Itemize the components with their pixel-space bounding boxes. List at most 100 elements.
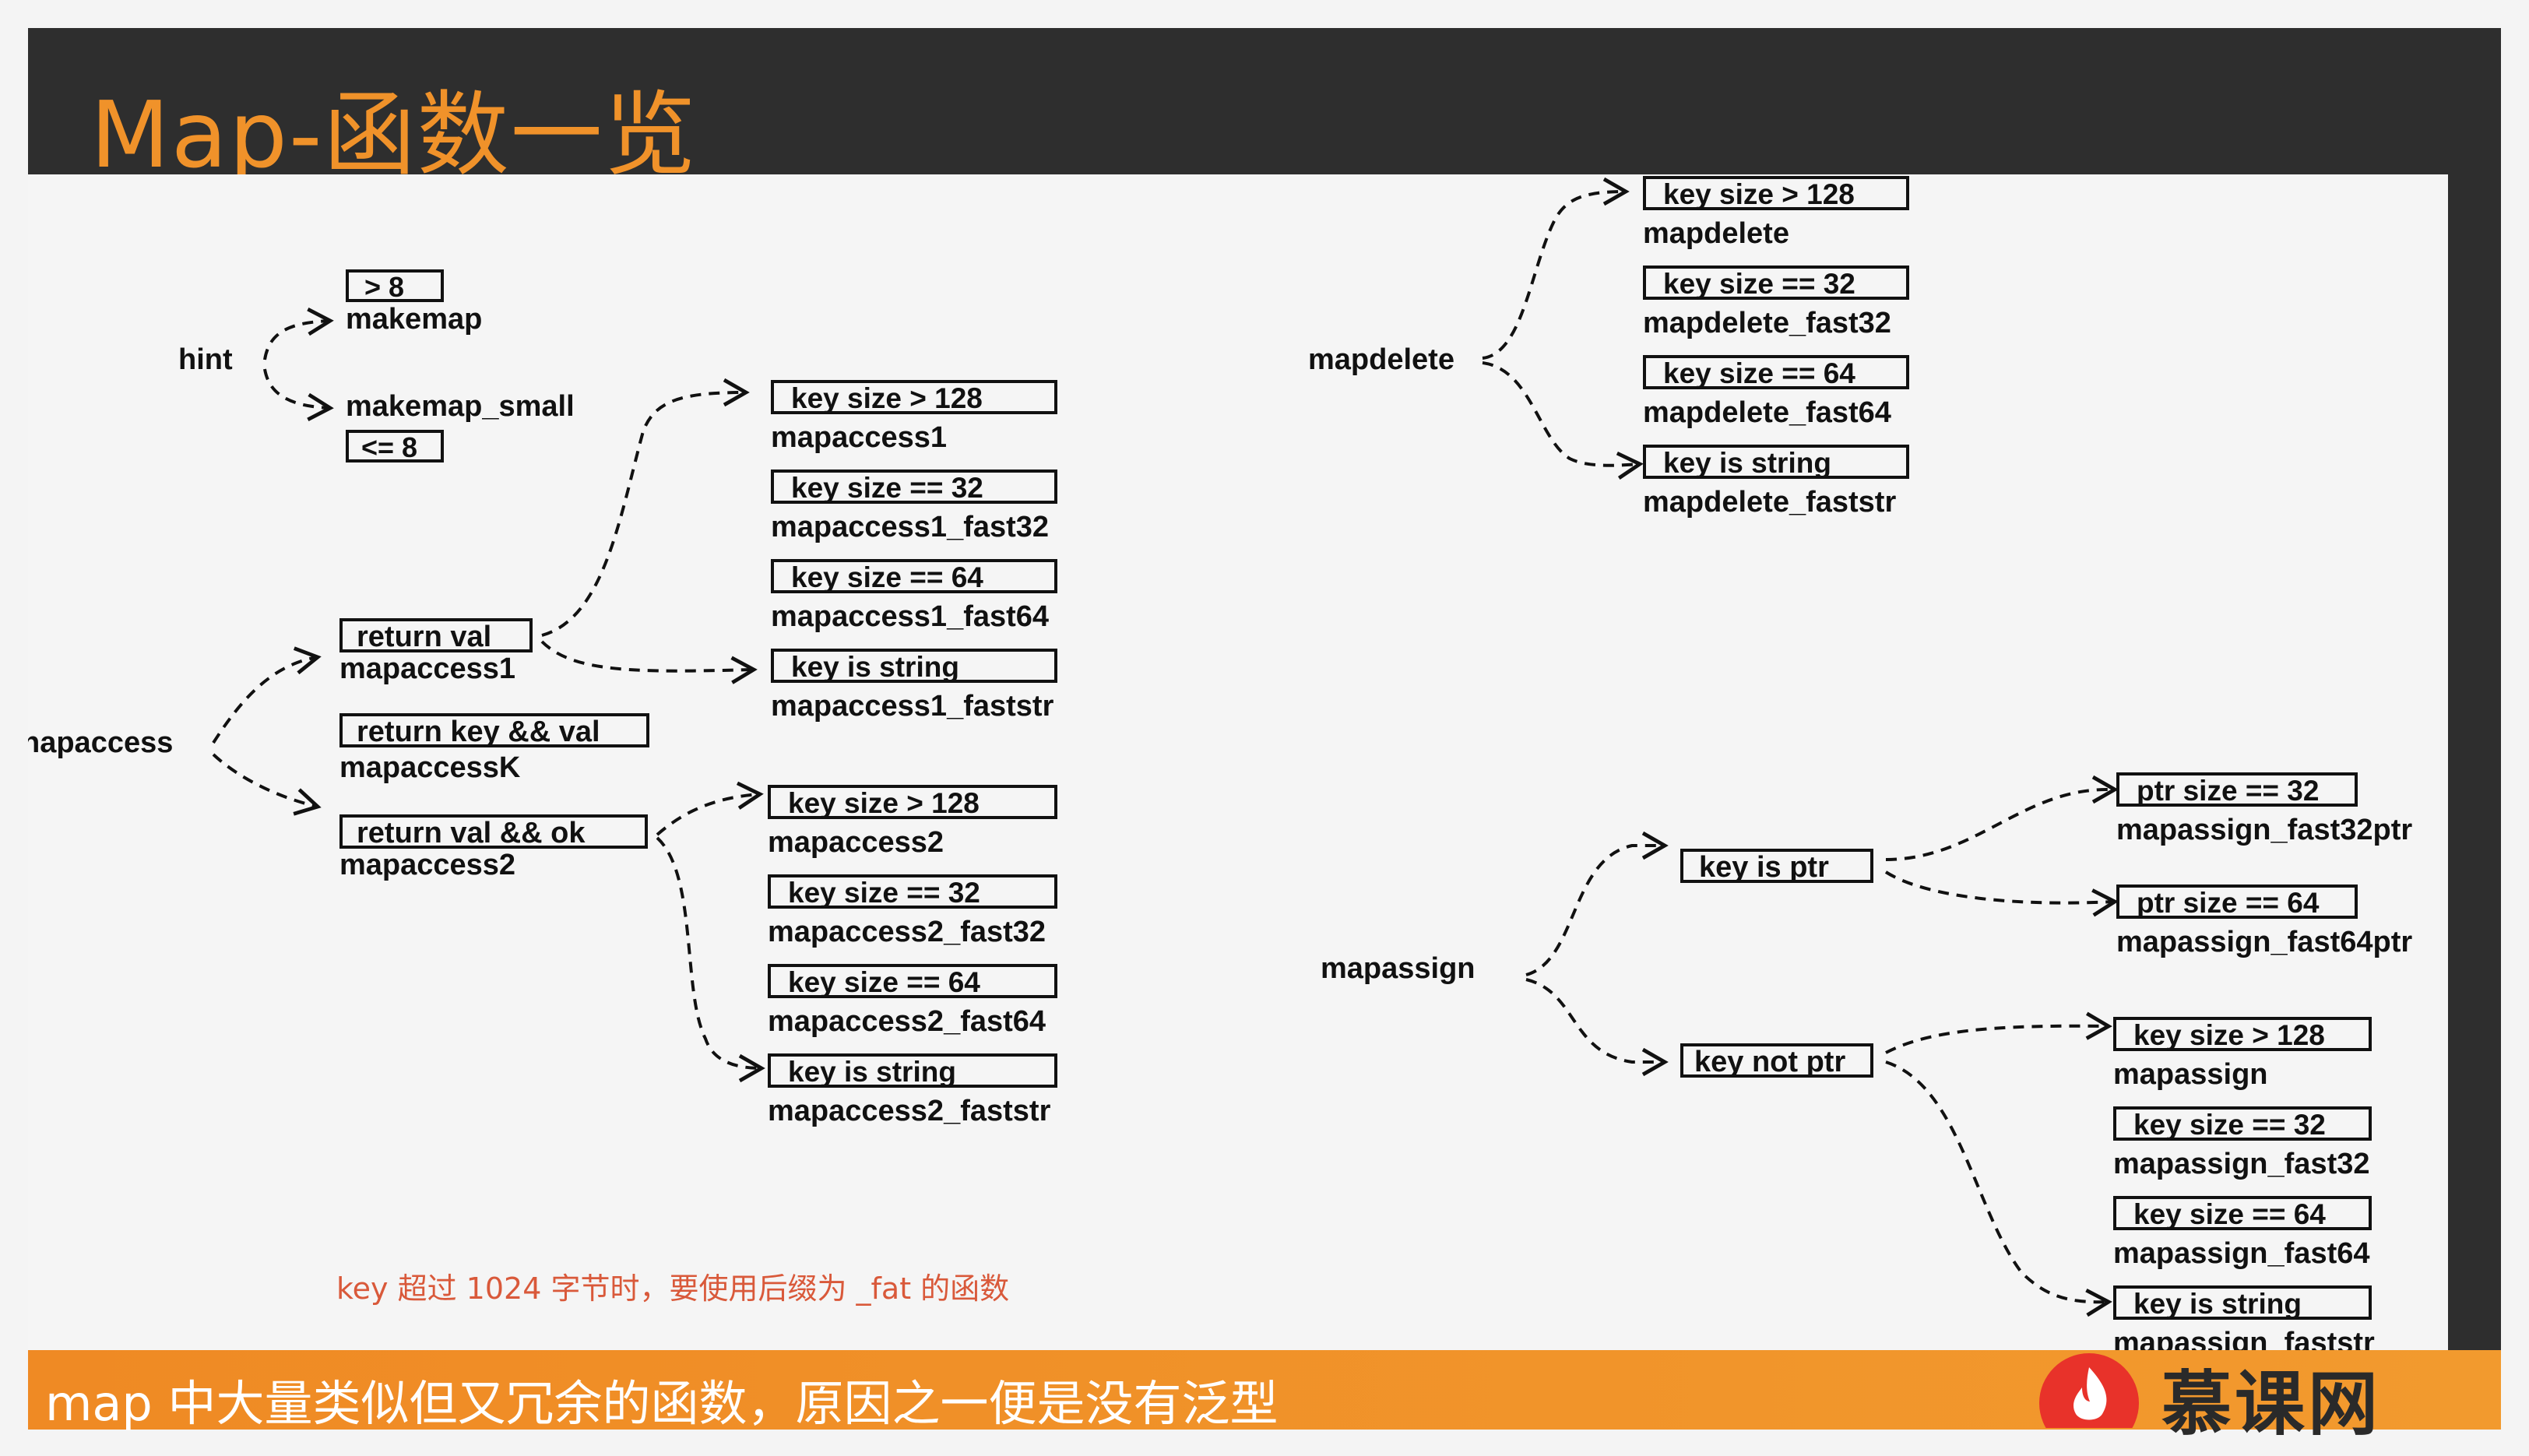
- flame-logo-icon: [2039, 1353, 2139, 1428]
- variant-label: return val && ok: [357, 817, 586, 849]
- cond-label: <= 8: [361, 431, 417, 463]
- cond-label: key is string: [2133, 1288, 2302, 1320]
- cond-box: [771, 380, 1057, 414]
- variant-func: mapaccess1: [339, 652, 515, 685]
- func-label: mapassign_fast64: [2113, 1237, 2370, 1270]
- cond-box: [2113, 1285, 2372, 1320]
- cond-box: [2116, 772, 2358, 807]
- cond-label: key size == 64: [791, 561, 983, 593]
- cond-label: key size == 32: [791, 472, 983, 504]
- func-label: mapdelete: [1643, 217, 1789, 250]
- cond-box: [768, 1053, 1057, 1088]
- func-label: mapassign: [2113, 1058, 2268, 1091]
- func-label: mapaccess1_fast64: [771, 600, 1049, 633]
- cond-box: [771, 649, 1057, 683]
- mapaccess-label: napaccess: [28, 726, 173, 759]
- variant-label: return key && val: [357, 716, 600, 748]
- cond-box: [771, 559, 1057, 593]
- cond-label: key size == 64: [1663, 357, 1855, 389]
- func-label: makemap: [346, 303, 482, 336]
- mapdelete-branches: key size > 128 mapdelete key size == 32 map…: [1643, 176, 1909, 519]
- cond-box: [1643, 445, 1909, 479]
- edge-ptr-bottom: [1884, 870, 2119, 917]
- func-label: mapaccess1_fast32: [771, 511, 1049, 543]
- func-label: mapassign_fast32: [2113, 1148, 2370, 1180]
- edge-notptr-top: [1885, 1011, 2112, 1054]
- cond-label: key size > 128: [1663, 178, 1855, 210]
- mapdelete-label: mapdelete: [1308, 343, 1454, 376]
- func-label: mapaccess1_faststr: [771, 690, 1054, 723]
- cond-label: ptr size == 64: [2137, 887, 2320, 919]
- cond-box: [346, 269, 444, 302]
- cond-box: [771, 470, 1057, 504]
- notptr-label: key not ptr: [1694, 1046, 1845, 1078]
- variant-func: mapaccess2: [339, 849, 515, 881]
- func-label: mapdelete_fast32: [1643, 307, 1891, 339]
- cond-label: key is string: [1663, 447, 1831, 479]
- cond-box: [768, 785, 1057, 819]
- variant-func: mapaccessK: [339, 751, 521, 784]
- func-label: mapassign_fast64ptr: [2116, 926, 2412, 958]
- subtitle-bar: map 中大量类似但又冗余的函数，原因之一便是没有泛型 慕课网: [28, 1350, 2501, 1445]
- variant-box: [339, 814, 648, 849]
- cond-label: key size == 32: [1663, 268, 1855, 300]
- edge-mapassign-ptr: [1525, 831, 1669, 976]
- cond-label: key size == 64: [788, 966, 980, 998]
- fat-function-note: key 超过 1024 字节时，要使用后缀为 _fat 的函数: [336, 1271, 1010, 1306]
- edge-mapaccess-2: [212, 753, 322, 816]
- subtitle-text: map 中大量类似但又冗余的函数，原因之一便是没有泛型: [45, 1375, 1279, 1432]
- func-label: mapaccess2: [768, 826, 944, 859]
- cond-label: key size > 128: [788, 787, 980, 819]
- cond-label: ptr size == 32: [2137, 775, 2319, 807]
- edge-hint-makemap: [263, 308, 334, 360]
- cond-label: key size == 32: [2133, 1109, 2326, 1141]
- cond-label: > 8: [364, 271, 404, 303]
- func-label: mapaccess2_fast32: [768, 916, 1046, 948]
- edge-mapassign-notptr: [1525, 978, 1669, 1077]
- notptr-box: [1680, 1043, 1873, 1078]
- cond-box: [2113, 1017, 2372, 1051]
- cond-box: [346, 430, 444, 462]
- cond-box: [2113, 1106, 2372, 1141]
- cond-box: [2116, 885, 2358, 919]
- cond-label: key size == 32: [788, 877, 980, 909]
- cond-box: [1643, 176, 1909, 210]
- edge-mapdelete-top: [1482, 177, 1630, 360]
- func-label: mapassign_faststr: [2113, 1327, 2375, 1350]
- edge-mapdelete-bottom: [1482, 361, 1644, 480]
- mapaccess1-branches: key size > 128 mapaccess1 key size == 32 ma…: [771, 380, 1057, 723]
- edge-ptr-top: [1885, 775, 2119, 861]
- func-label: mapaccess2_fast64: [768, 1005, 1046, 1038]
- function-tree-diagram: hint > 8 makemap makemap_small <= 8 napa…: [28, 176, 2412, 1350]
- cond-label: key size > 128: [2133, 1019, 2325, 1051]
- edge-ma1-bottom: [540, 640, 758, 684]
- cond-label: key is string: [788, 1056, 956, 1088]
- func-label: mapdelete_faststr: [1643, 486, 1896, 519]
- func-label: mapassign_fast32ptr: [2116, 814, 2412, 846]
- cond-label: key size > 128: [791, 382, 983, 414]
- hint-label: hint: [178, 343, 233, 376]
- func-label: makemap_small: [346, 390, 575, 423]
- func-label: mapaccess1: [771, 421, 947, 454]
- slide-content: hint > 8 makemap makemap_small <= 8 napa…: [28, 174, 2448, 1350]
- slide-title: Map-函数一览: [90, 81, 698, 188]
- brand-logo-text: 慕课网: [2161, 1363, 2381, 1445]
- func-label: mapaccess2_faststr: [768, 1095, 1051, 1127]
- cond-box: [768, 874, 1057, 909]
- cond-box: [1643, 355, 1909, 389]
- cond-label: key is string: [791, 651, 959, 683]
- variant-label: return val: [357, 621, 491, 653]
- ptr-box: [1680, 849, 1873, 883]
- mapassign-notptr-branches: key size > 128 mapassign key size == 32 map…: [2113, 1017, 2375, 1350]
- edge-notptr-bottom: [1885, 1060, 2112, 1317]
- edge-hint-makemap-small: [263, 368, 334, 421]
- edge-ma1-top: [541, 378, 750, 637]
- mapassign-label: mapassign: [1321, 952, 1476, 985]
- ptr-label: key is ptr: [1699, 851, 1829, 884]
- cond-label: key size == 64: [2133, 1198, 2326, 1230]
- cond-box: [2113, 1196, 2372, 1230]
- edge-ma2-bottom: [656, 836, 765, 1083]
- cond-box: [1643, 266, 1909, 300]
- func-label: mapdelete_fast64: [1643, 396, 1891, 429]
